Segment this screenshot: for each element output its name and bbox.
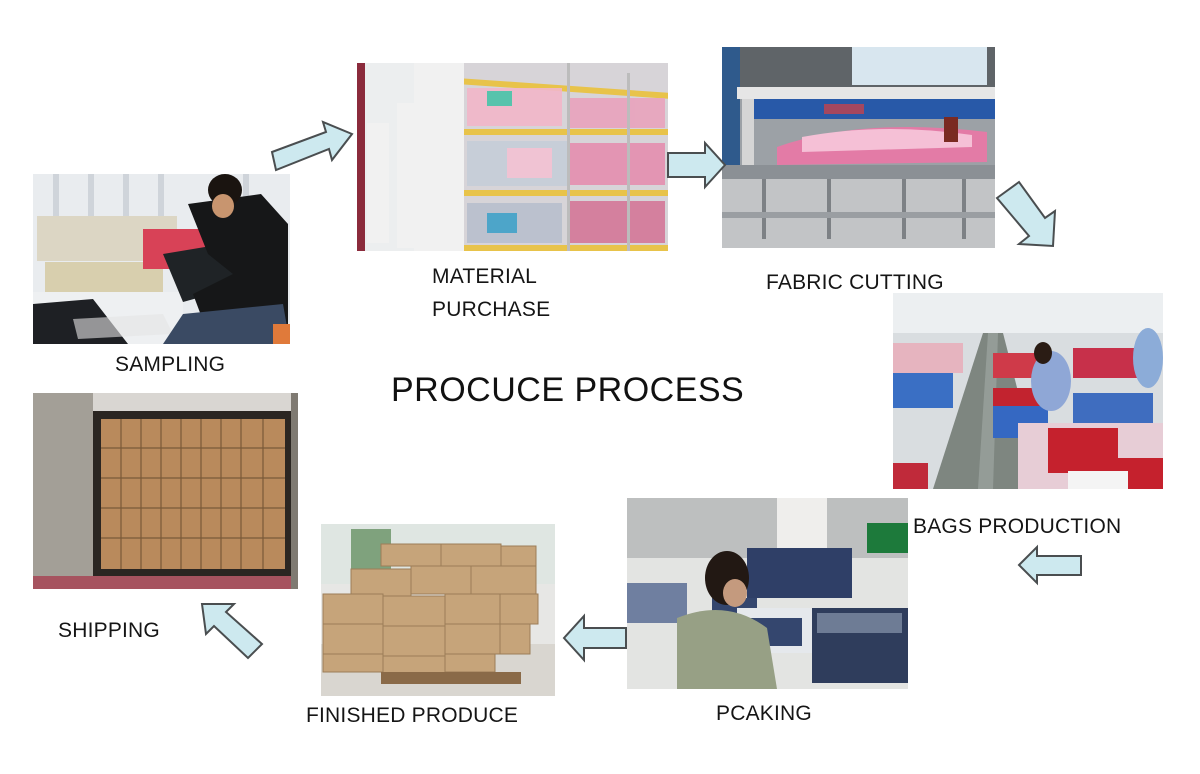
packing-photo — [627, 498, 908, 689]
material-purchase-photo — [357, 63, 668, 251]
shipping-photo — [33, 393, 298, 589]
arrow-down-right-icon — [995, 180, 1059, 250]
bags-production-label: BAGS PRODUCTION — [913, 515, 1122, 538]
arrow-left-icon — [1017, 544, 1083, 586]
packing-label: PCAKING — [716, 702, 812, 725]
finished-produce-photo — [321, 524, 555, 696]
sampling-photo — [33, 174, 290, 344]
sampling-label: SAMPLING — [115, 353, 226, 376]
finished-produce-label: FINISHED PRODUCE — [306, 704, 519, 727]
fabric-cutting-label: FABRIC CUTTING — [766, 271, 944, 294]
fabric-cutting-photo — [722, 47, 995, 248]
material-purchase-label-line2: PURCHASE — [432, 298, 551, 321]
arrow-right-up-icon — [268, 118, 358, 172]
shipping-label: SHIPPING — [58, 619, 160, 642]
diagram-title: PROCUCE PROCESS — [391, 371, 745, 409]
material-purchase-label-line1: MATERIAL — [432, 265, 538, 288]
arrow-left-icon-2 — [562, 613, 628, 664]
arrow-right-icon — [667, 140, 727, 191]
bags-production-photo — [893, 293, 1163, 489]
arrow-up-left-icon — [198, 600, 264, 662]
